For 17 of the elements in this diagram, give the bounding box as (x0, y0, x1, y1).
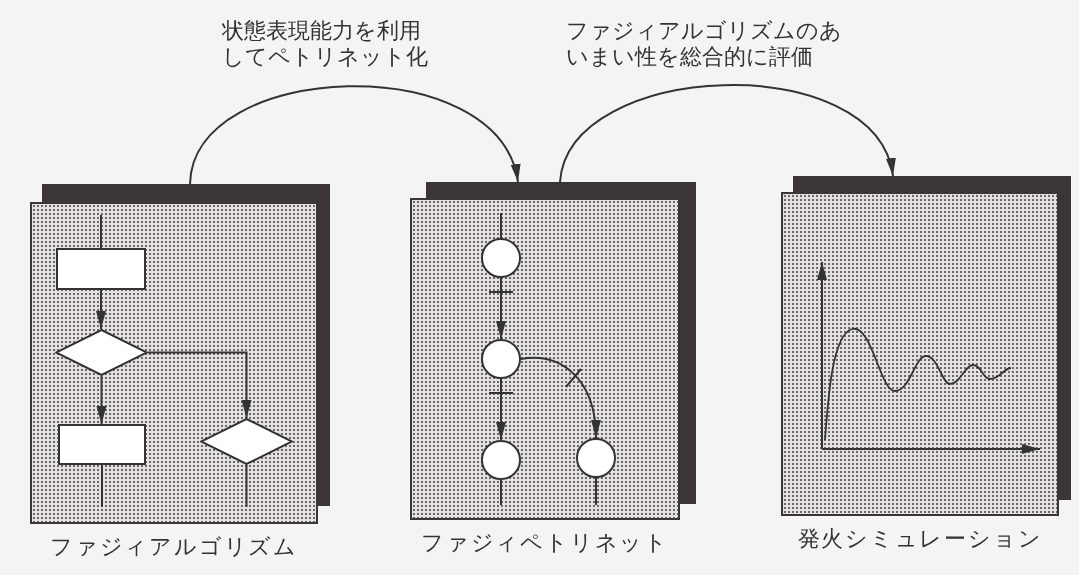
panel-caption: ファジィアルゴリズム (50, 534, 298, 561)
arrow (488, 378, 514, 441)
edge-label: 状態表現能力を利用してペトリネット化 (222, 18, 429, 71)
arrow (147, 351, 252, 419)
arrow (96, 289, 106, 330)
panel-caption: ファジィペトリネット (421, 530, 669, 557)
panel-caption: 発火シミュレーション (797, 526, 1043, 553)
decision-diamond (55, 329, 148, 376)
edge-label: ファジィアルゴリズムのあいまい性を総合的に評価 (566, 18, 843, 71)
process-box (58, 424, 146, 465)
arrow (488, 277, 514, 340)
arrow (96, 375, 107, 425)
decision-diamond (200, 418, 293, 465)
arrow (520, 356, 601, 439)
process-box (56, 248, 146, 290)
arrow (559, 84, 894, 183)
arrow (189, 85, 519, 185)
